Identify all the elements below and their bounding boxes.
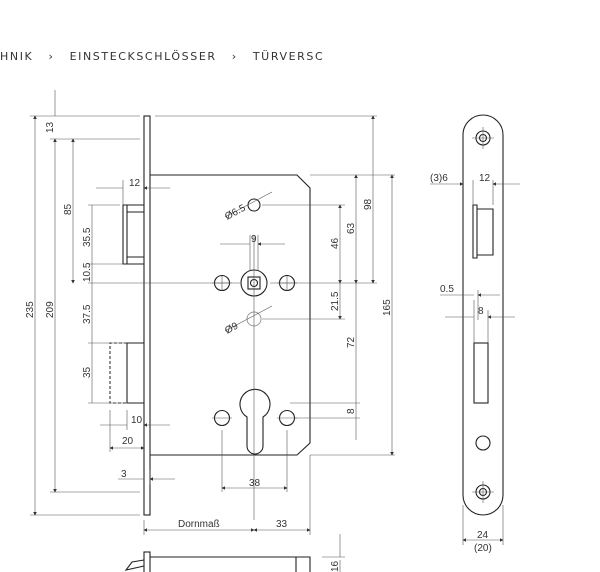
breadcrumb-separator: › [48, 50, 55, 63]
side-view: (3)6 12 0.5 8 24 (20) [430, 114, 520, 554]
dim-209: 209 [45, 301, 56, 318]
dim-12-side: 12 [479, 173, 491, 184]
dim-235: 235 [25, 301, 36, 318]
round-hole [475, 435, 491, 451]
breadcrumb: HNIK › EINSTECKSCHLÖSSER › TÜRVERSC [0, 50, 334, 63]
latch-bolt [122, 204, 144, 265]
dim-3-6: (3)6 [430, 173, 448, 184]
dim-20: 20 [122, 436, 134, 447]
dim-0-5: 0.5 [440, 284, 454, 295]
dim-72: 72 [346, 336, 357, 348]
faceplate [143, 115, 151, 516]
dim-85: 85 [63, 203, 74, 215]
hole-6-5 [247, 198, 261, 212]
dim-35: 35 [82, 366, 93, 378]
dim-8-side: 8 [478, 306, 484, 317]
dim-9: 9 [251, 234, 257, 245]
dim-8: 8 [346, 408, 357, 414]
dim-16: 16 [330, 560, 341, 572]
dim-98: 98 [363, 198, 374, 210]
breadcrumb-separator: › [231, 50, 238, 63]
dim-21-5: 21.5 [330, 291, 341, 311]
dim-10-5: 10.5 [82, 262, 93, 282]
front-view: 235 209 13 85 35.5 10.5 37.5 35 12 10 20… [25, 90, 395, 535]
breadcrumb-item[interactable]: EINSTECKSCHLÖSSER [69, 50, 217, 63]
dim-dia-9: Ø9 [223, 320, 240, 336]
dim-46: 46 [330, 237, 341, 249]
dim-165: 165 [382, 299, 393, 316]
dim-20-side: (20) [474, 543, 492, 554]
faceplate-outline [462, 114, 504, 516]
bottom-view: 16 [124, 534, 345, 572]
latch-face [472, 204, 494, 259]
dim-35-5: 35.5 [82, 227, 93, 247]
deadbolt-face [473, 342, 489, 404]
dim-dia-6-5: Ø6.5 [223, 203, 248, 223]
deadbolt [126, 342, 144, 404]
dim-10: 10 [131, 415, 143, 426]
dim-33: 33 [276, 519, 288, 530]
dim-38: 38 [249, 478, 261, 489]
dim-13: 13 [45, 121, 56, 133]
dim-dornmass: Dornmaß [178, 519, 220, 530]
dim-37-5: 37.5 [82, 304, 93, 324]
breadcrumb-item[interactable]: TÜRVERSC [252, 50, 325, 63]
breadcrumb-item[interactable]: HNIK [0, 50, 34, 63]
lock-case [150, 174, 311, 456]
dim-24: 24 [477, 530, 489, 541]
dim-3: 3 [121, 469, 127, 480]
cylinder-cutout [239, 388, 271, 455]
deadbolt-extended [109, 342, 127, 404]
dim-12: 12 [129, 178, 141, 189]
dim-63: 63 [346, 222, 357, 234]
